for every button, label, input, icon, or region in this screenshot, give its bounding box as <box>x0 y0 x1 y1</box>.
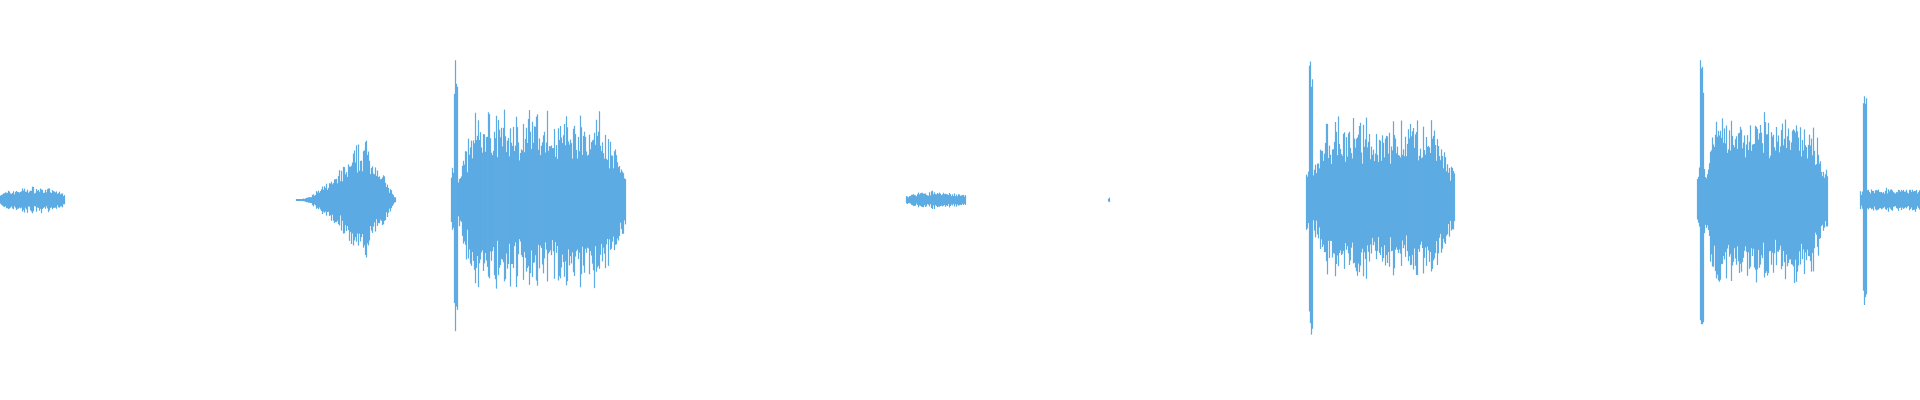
waveform-peaks <box>0 60 1920 335</box>
